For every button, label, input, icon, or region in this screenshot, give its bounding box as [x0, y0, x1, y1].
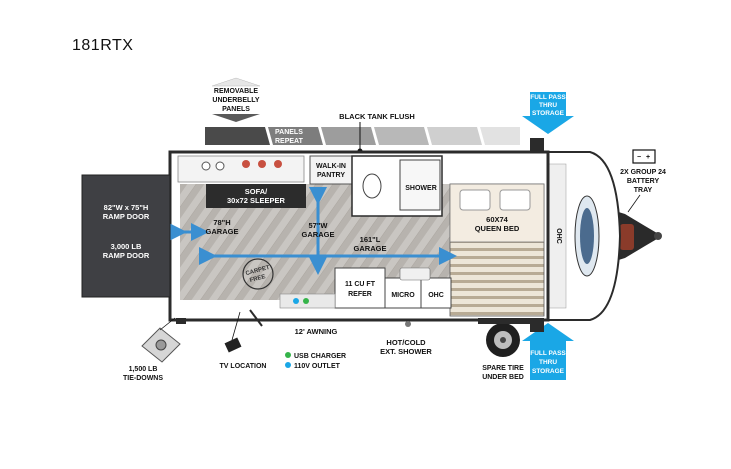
sofa	[206, 184, 306, 208]
svg-text:THRU: THRU	[539, 102, 557, 109]
garage-height-label-2: GARAGE	[206, 227, 239, 236]
svg-text:REFER: REFER	[348, 291, 372, 298]
spare-tire-callout: SPARE TIRE UNDER BED	[478, 318, 530, 381]
svg-text:TV LOCATION: TV LOCATION	[220, 363, 267, 370]
ramp-door-rating-label-1: 3,000 LB	[111, 242, 142, 251]
svg-text:BATTERY: BATTERY	[627, 178, 660, 185]
svg-text:FULL PASS: FULL PASS	[530, 350, 566, 357]
arrow-up-icon	[211, 77, 261, 87]
svg-text:STORAGE: STORAGE	[532, 368, 565, 375]
battery-icon	[632, 149, 656, 164]
usb-charger-label: USB CHARGER	[294, 353, 346, 360]
svg-text:UNDER BED: UNDER BED	[482, 374, 524, 381]
wall-fixtures	[201, 160, 282, 171]
svg-text:FREE: FREE	[249, 274, 266, 284]
svg-text:UNDERBELLY: UNDERBELLY	[212, 97, 260, 104]
tv-icon	[224, 337, 242, 353]
svg-text:PANTRY: PANTRY	[317, 172, 345, 179]
panels-repeat-label-2: REPEAT	[275, 138, 304, 145]
ext-shower-marker	[405, 321, 411, 327]
sofa-label-2: 30x72 SLEEPER	[227, 196, 286, 205]
removable-underbelly-callout: REMOVABLE UNDERBELLY PANELS	[211, 77, 261, 122]
full-pass-storage-top: FULL PASS THRU STORAGE	[522, 92, 574, 134]
tv-location-callout: TV LOCATION	[220, 311, 267, 370]
svg-text:+: +	[646, 154, 650, 161]
ramp-door-size-label-2: RAMP DOOR	[103, 212, 150, 221]
front-cap: OHC	[544, 151, 622, 321]
svg-text:FULL PASS: FULL PASS	[530, 94, 566, 101]
svg-text:SPARE TIRE: SPARE TIRE	[482, 365, 524, 372]
battery-callout: − + 2X GROUP 24 BATTERY TRAY	[620, 149, 666, 213]
underbelly-panels-strip: PANELS REPEAT	[205, 127, 520, 145]
svg-text:−: −	[637, 154, 641, 161]
svg-text:TIE-DOWNS: TIE-DOWNS	[123, 375, 163, 382]
hitch-tongue	[612, 210, 662, 262]
walk-in-pantry	[309, 155, 353, 185]
ohc-kitchen	[420, 277, 452, 309]
awning-label: 12' AWNING	[295, 327, 338, 336]
ramp-door-size-label-1: 82"W x 75"H	[104, 203, 149, 212]
garage-width-label-2: GARAGE	[302, 230, 335, 239]
svg-text:WALK-IN: WALK-IN	[316, 163, 346, 170]
svg-text:11 CU FT: 11 CU FT	[345, 281, 376, 288]
shower	[399, 159, 441, 211]
black-tank-flush-label: BLACK TANK FLUSH	[339, 112, 415, 121]
legend: USB CHARGER 110V OUTLET	[285, 352, 346, 370]
svg-text:EXT. SHOWER: EXT. SHOWER	[380, 347, 432, 356]
svg-text:2X GROUP 24: 2X GROUP 24	[620, 169, 666, 176]
shower-label: SHOWER	[405, 185, 437, 192]
usb-charger-icon	[285, 352, 291, 358]
outlet-icon	[285, 362, 291, 368]
sofa-label-1: SOFA/	[245, 187, 268, 196]
svg-text:TRAY: TRAY	[634, 187, 653, 194]
svg-text:PANELS: PANELS	[222, 106, 250, 113]
refrigerator	[334, 267, 386, 309]
micro-label: MICRO	[391, 292, 415, 299]
queen-bed-label-2: QUEEN BED	[475, 224, 520, 233]
svg-text:1,500 LB: 1,500 LB	[129, 366, 158, 373]
full-pass-storage-bottom: FULL PASS THRU STORAGE	[522, 323, 574, 380]
tie-downs-callout: 1,500 LB TIE-DOWNS	[123, 317, 181, 382]
svg-text:REMOVABLE: REMOVABLE	[214, 88, 259, 95]
garage-length-label-1: 161"L	[360, 235, 381, 244]
outlet-label: 110V OUTLET	[294, 363, 341, 370]
ohc-front-label: OHC	[555, 228, 562, 244]
ramp-door	[81, 174, 171, 298]
panels-repeat-label-1: PANELS	[275, 129, 303, 136]
ramp-door-rating-label-2: RAMP DOOR	[103, 251, 150, 260]
toilet	[362, 173, 382, 199]
arrow-down-icon	[212, 114, 260, 122]
queen-bed-label-1: 60X74	[486, 215, 509, 224]
model-name: 181RTX	[72, 37, 134, 54]
svg-text:HOT/COLD: HOT/COLD	[386, 338, 426, 347]
garage-length-label-2: GARAGE	[354, 244, 387, 253]
svg-text:STORAGE: STORAGE	[532, 110, 565, 117]
garage-width-label-1: 57"W	[309, 221, 329, 230]
ohc-kitchen-label: OHC	[428, 292, 444, 299]
dimension-lines	[169, 187, 457, 275]
svg-text:THRU: THRU	[539, 359, 557, 366]
sink	[399, 267, 431, 281]
garage-height-label-1: 78"H	[213, 218, 230, 227]
